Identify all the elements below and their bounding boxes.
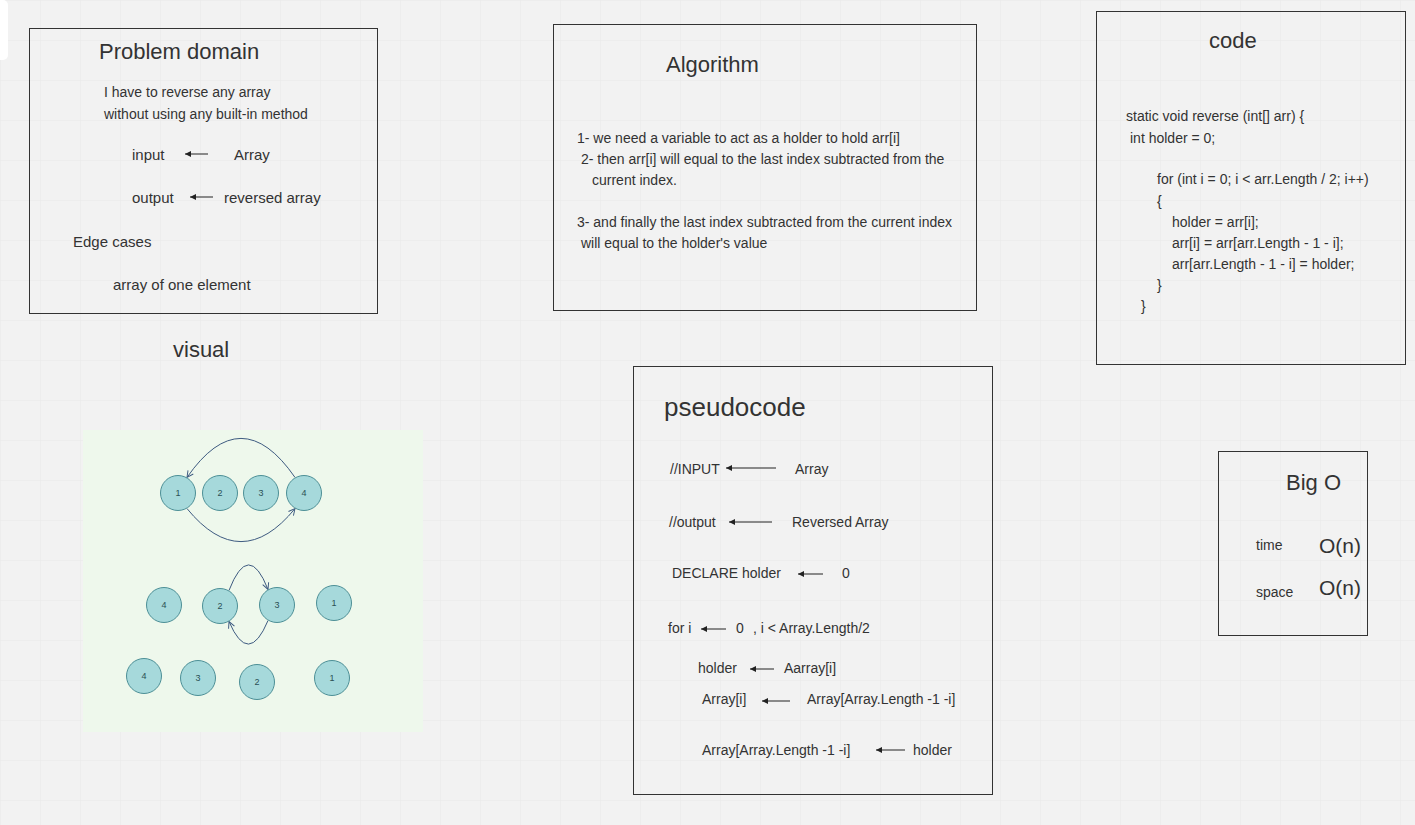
- label-text: array of one element: [113, 276, 251, 294]
- code-line: holder = arr[i];: [1172, 214, 1259, 231]
- circle-number: 4: [301, 488, 306, 499]
- box-heading: Problem domain: [99, 39, 259, 65]
- circle-number: 2: [254, 677, 259, 688]
- circle-number: 3: [274, 600, 279, 611]
- algorithm-box: Algorithm 1- we need a variable to act as…: [553, 24, 977, 311]
- corner-tab: [0, 0, 8, 60]
- code-line: }: [1157, 277, 1162, 294]
- label-text: Array: [234, 146, 270, 164]
- number-circle: 4: [146, 587, 182, 623]
- box-heading: Big O: [1286, 470, 1341, 496]
- body-text: I have to reverse any array without usin…: [104, 81, 314, 125]
- code-line: int holder = 0;: [1130, 130, 1215, 147]
- algorithm-step: 3- and finally the last index subtracted…: [577, 212, 969, 254]
- number-circle: 4: [286, 475, 322, 511]
- leader-arrow: [190, 197, 213, 198]
- leader-arrow: [701, 629, 726, 630]
- pseudocode-token: Reversed Array: [792, 514, 888, 531]
- number-circle: 3: [259, 587, 295, 623]
- pseudocode-token: for i: [668, 620, 691, 637]
- pseudocode-box: pseudocode //INPUT Array //output Reversed A…: [633, 366, 993, 795]
- pseudocode-token: //output: [669, 514, 716, 531]
- code-line: }: [1141, 298, 1146, 315]
- circle-number: 1: [331, 598, 336, 609]
- pseudocode-token: , i < Array.Length/2: [753, 620, 870, 637]
- pseudocode-token: Aarray[i]: [784, 660, 836, 677]
- label-text: input: [132, 146, 165, 164]
- code-line: arr[i] = arr[arr.Length - 1 - i];: [1172, 235, 1344, 252]
- number-circle: 2: [202, 475, 238, 511]
- algorithm-step: 2- then arr[i] will equal to the last in…: [581, 149, 957, 191]
- circle-number: 1: [329, 673, 334, 684]
- problem-domain-box: Problem domain I have to reverse any arra…: [29, 28, 378, 314]
- swap-arrow: [187, 509, 295, 542]
- number-circle: 1: [160, 475, 196, 511]
- leader-arrow: [876, 750, 905, 751]
- number-circle: 3: [180, 660, 216, 696]
- circle-number: 2: [217, 488, 222, 499]
- leader-arrow: [762, 701, 790, 702]
- big-o-box: Big OtimeO(n)spaceO(n): [1218, 451, 1368, 636]
- number-circle: 1: [316, 585, 352, 621]
- label-text: output: [132, 189, 174, 207]
- circle-number: 1: [175, 488, 180, 499]
- code-line: for (int i = 0; i < arr.Length / 2; i++): [1157, 171, 1369, 188]
- number-circle: 3: [243, 475, 279, 511]
- leader-arrows: [185, 154, 905, 750]
- number-circle: 1: [314, 660, 350, 696]
- code-line: static void reverse (int[] arr) {: [1126, 108, 1304, 125]
- number-circle: 2: [202, 588, 238, 624]
- leader-arrow: [798, 574, 823, 575]
- pseudocode-token: holder: [913, 742, 952, 759]
- leader-arrow: [750, 669, 774, 670]
- pseudocode-token: Array: [795, 461, 828, 478]
- leader-arrow: [726, 468, 776, 469]
- visual-panel-fill: [83, 430, 423, 732]
- pseudocode-token: //INPUT: [670, 461, 720, 478]
- complexity-value: O(n): [1319, 533, 1361, 558]
- circle-number: 4: [141, 671, 146, 682]
- leader-arrow: [729, 522, 772, 523]
- circle-number: 3: [258, 488, 263, 499]
- pseudocode-token: DECLARE holder: [672, 565, 781, 582]
- panel-heading: visual: [173, 337, 229, 363]
- pseudocode-token: Array[i]: [702, 691, 746, 708]
- number-circle: 4: [126, 658, 162, 694]
- pseudocode-token: Array[Array.Length -1 -i]: [702, 742, 850, 759]
- label-text: Edge cases: [73, 233, 151, 251]
- number-circle: 2: [239, 664, 275, 700]
- circle-number: 3: [195, 673, 200, 684]
- circle-number: 2: [217, 601, 222, 612]
- swap-arrow: [187, 438, 295, 477]
- box-heading: Algorithm: [666, 52, 759, 78]
- leader-arrow: [185, 154, 208, 155]
- algorithm-step: 1- we need a variable to act as a holder…: [577, 128, 962, 149]
- pseudocode-token: 0: [842, 565, 850, 582]
- complexity-label: time: [1256, 537, 1282, 554]
- pseudocode-token: holder: [698, 660, 737, 677]
- code-box: code static void reverse (int[] arr) { int…: [1096, 11, 1406, 365]
- code-line: {: [1157, 193, 1162, 210]
- complexity-label: space: [1256, 584, 1293, 601]
- complexity-value: O(n): [1319, 575, 1361, 600]
- code-line: arr[arr.Length - 1 - i] = holder;: [1172, 256, 1354, 273]
- label-text: reversed array: [224, 189, 321, 207]
- swap-arrow: [229, 621, 268, 645]
- pseudocode-token: 0: [736, 620, 744, 637]
- pseudocode-token: Array[Array.Length -1 -i]: [807, 691, 955, 708]
- box-heading: code: [1209, 28, 1257, 54]
- visual-panel: visual123442314321: [83, 430, 423, 732]
- box-heading: pseudocode: [664, 392, 806, 423]
- circle-number: 4: [161, 600, 166, 611]
- swap-arrow: [229, 565, 268, 591]
